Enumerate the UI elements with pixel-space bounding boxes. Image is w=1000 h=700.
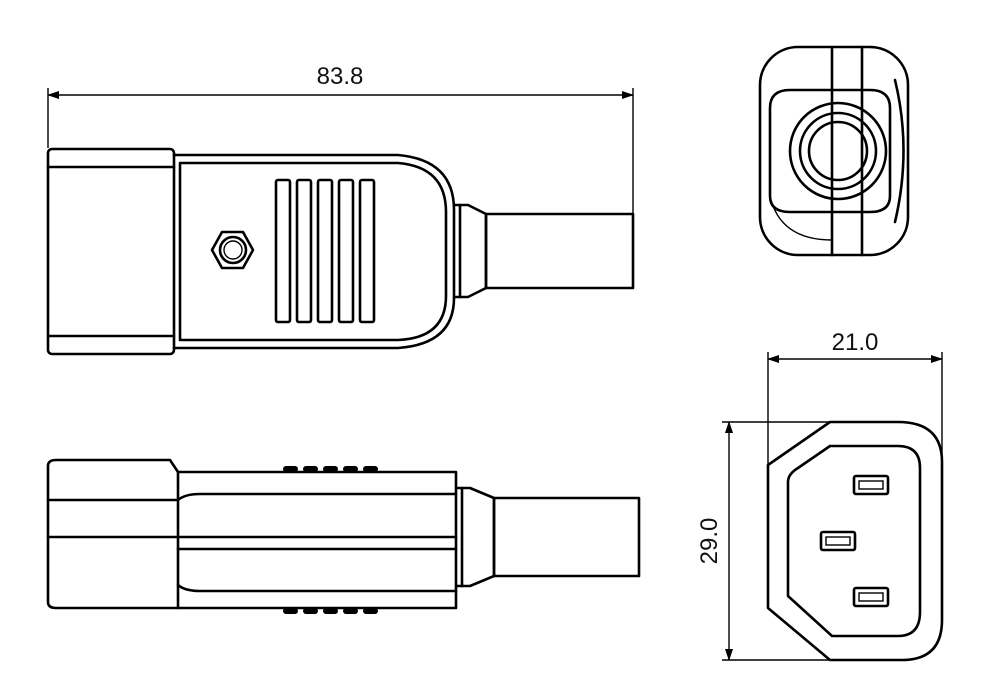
grip-bumps xyxy=(283,466,378,614)
side-view-bottom xyxy=(46,458,641,614)
side-view-top: 83.8 xyxy=(46,63,635,356)
cable-strain-relief xyxy=(452,203,635,299)
end-view xyxy=(758,45,910,257)
screw-icon xyxy=(210,230,255,270)
height-dimension-label: 29.0 xyxy=(696,518,723,565)
width-dimension: 21.0 xyxy=(767,329,943,470)
socket-face-view: 21.0 29.0 xyxy=(696,329,944,662)
width-dimension-label: 21.0 xyxy=(832,329,879,356)
connector-front-sleeve xyxy=(46,147,176,356)
height-dimension: 29.0 xyxy=(696,421,842,661)
length-dimension: 83.8 xyxy=(47,63,634,214)
socket-contacts xyxy=(819,474,890,608)
length-dimension-label: 83.8 xyxy=(317,63,364,90)
grip-slots xyxy=(274,178,376,324)
connector-body xyxy=(172,153,456,350)
